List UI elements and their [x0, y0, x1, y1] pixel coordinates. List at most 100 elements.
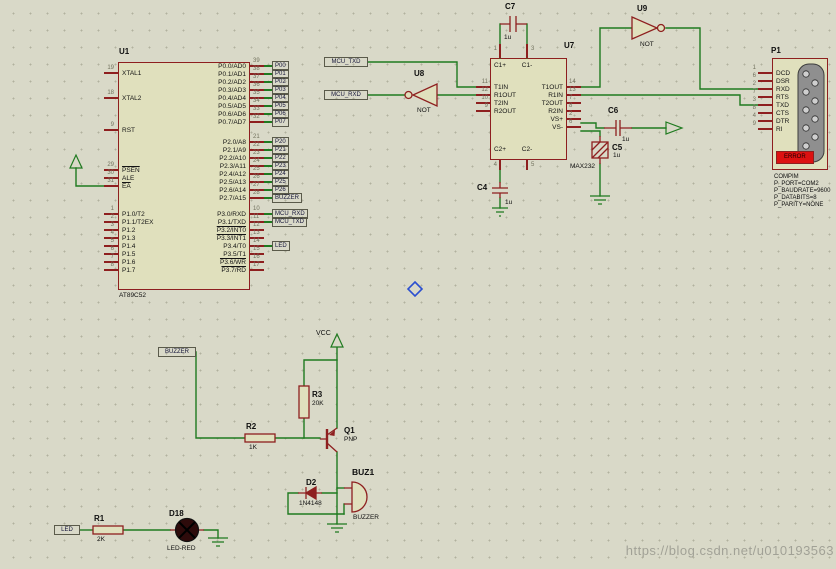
pin-stub[interactable] — [499, 160, 500, 170]
pin-stub[interactable] — [499, 44, 500, 58]
pin-stub[interactable] — [104, 97, 118, 98]
q1-value: PNP — [344, 436, 357, 443]
pin-number: 29 — [107, 162, 114, 168]
terminal-mcu_txd[interactable]: MCU_TXD — [272, 217, 307, 227]
pin-name-R2IN: R2IN — [548, 108, 563, 115]
pin-stub[interactable] — [526, 44, 527, 58]
u9-value: NOT — [640, 41, 654, 48]
pin-stub[interactable] — [250, 197, 264, 198]
wire-stub[interactable] — [264, 81, 272, 82]
pin-number: 28 — [253, 190, 260, 196]
pin-stub[interactable] — [526, 160, 527, 170]
d18-value: LED-RED — [167, 545, 196, 552]
pin-stub[interactable] — [758, 112, 772, 113]
c4-ref: C4 — [477, 183, 487, 192]
wire-stub[interactable] — [264, 89, 272, 90]
pin-stub[interactable] — [758, 96, 772, 97]
pin-number: 17 — [253, 262, 260, 268]
pin-number: 23 — [253, 150, 260, 156]
pin-number: 15 — [253, 246, 260, 252]
c5-ref: C5 — [612, 143, 622, 152]
terminal-led[interactable]: LED — [54, 525, 80, 535]
pin-number: 3 — [531, 46, 534, 52]
terminal-p07[interactable]: P07 — [272, 117, 289, 127]
d18-ref: D18 — [169, 509, 184, 518]
terminal-led[interactable]: LED — [272, 241, 290, 251]
pin-name-P3.2/INT0: P3.2/INT0 — [217, 227, 246, 234]
pin-number: 35 — [253, 90, 260, 96]
pin-number: 3 — [753, 97, 756, 103]
pin-stub[interactable] — [104, 129, 118, 130]
wire-stub[interactable] — [264, 213, 272, 214]
pin-number: 4 — [111, 230, 114, 236]
pin-name-C2+: C2+ — [494, 146, 506, 153]
pin-stub[interactable] — [250, 121, 264, 122]
wire-stub[interactable] — [264, 197, 272, 198]
wire-stub[interactable] — [264, 189, 272, 190]
pin-number: 33 — [253, 106, 260, 112]
pin-name-DCD: DCD — [776, 70, 790, 77]
pin-stub[interactable] — [567, 126, 581, 127]
pin-stub[interactable] — [758, 72, 772, 73]
u8-value: NOT — [417, 107, 431, 114]
pin-name-P3.3/INT1: P3.3/INT1 — [217, 235, 246, 242]
pin-stub[interactable] — [476, 110, 490, 111]
pin-stub[interactable] — [104, 269, 118, 270]
pin-number: 5 — [531, 162, 534, 168]
p1-prop-port: P_PORT=COM2 — [774, 181, 819, 188]
pin-stub[interactable] — [104, 72, 118, 73]
pin-number: 14 — [253, 238, 260, 244]
wire-stub[interactable] — [264, 221, 272, 222]
pin-number: 37 — [253, 74, 260, 80]
pin-number: 6 — [569, 119, 572, 125]
pin-number: 25 — [253, 166, 260, 172]
pin-name-VS+: VS+ — [551, 116, 563, 123]
wire-stub[interactable] — [264, 113, 272, 114]
terminal-mcu-txd[interactable]: MCU_TXD — [324, 57, 368, 67]
wire-stub[interactable] — [264, 105, 272, 106]
wire-stub[interactable] — [264, 149, 272, 150]
pin-number: 19 — [107, 65, 114, 71]
pin-number: 24 — [253, 158, 260, 164]
pin-stub[interactable] — [758, 128, 772, 129]
pin-name-P1.6: P1.6 — [122, 259, 135, 266]
p1-prop-parity: P_PARITY=NONE — [774, 202, 823, 209]
pin-name-P2.6/A14: P2.6/A14 — [219, 187, 246, 194]
pin-stub[interactable] — [758, 80, 772, 81]
u8-ref: U8 — [414, 69, 424, 78]
pin-number: 13 — [569, 87, 576, 93]
wire-stub[interactable] — [264, 157, 272, 158]
pin-stub[interactable] — [758, 104, 772, 105]
wire-stub[interactable] — [264, 245, 272, 246]
wire-stub[interactable] — [264, 121, 272, 122]
pin-number: 9 — [111, 122, 114, 128]
wire-stub[interactable] — [264, 141, 272, 142]
pin-name-P2.1/A9: P2.1/A9 — [223, 147, 246, 154]
wire-stub[interactable] — [264, 97, 272, 98]
r2-ref: R2 — [246, 422, 256, 431]
terminal-buzzer[interactable]: BUZZER — [272, 193, 302, 203]
c5-value: 1u — [613, 152, 620, 159]
pin-name-RI: RI — [776, 126, 783, 133]
wire-stub[interactable] — [264, 181, 272, 182]
wire-stub[interactable] — [264, 173, 272, 174]
pin-number: 4 — [753, 113, 756, 119]
terminal-mcu-rxd[interactable]: MCU_RXD — [324, 90, 368, 100]
u1-ref: U1 — [119, 47, 129, 56]
pin-number: 11 — [482, 79, 488, 85]
c6-value: 1u — [622, 136, 629, 143]
wire-stub[interactable] — [264, 165, 272, 166]
c6-ref: C6 — [608, 106, 618, 115]
pin-number: 8 — [753, 105, 756, 111]
pin-stub[interactable] — [758, 88, 772, 89]
wire-stub[interactable] — [264, 73, 272, 74]
pin-stub[interactable] — [104, 185, 118, 186]
pin-stub[interactable] — [758, 120, 772, 121]
wire-stub[interactable] — [264, 65, 272, 66]
pin-number: 8 — [111, 262, 114, 268]
q1-ref: Q1 — [344, 426, 355, 435]
p1-error-badge: ERROR — [776, 151, 814, 164]
pin-stub[interactable] — [250, 269, 264, 270]
pin-number: 6 — [753, 73, 756, 79]
terminal-buzzer[interactable]: BUZZER — [158, 347, 196, 357]
